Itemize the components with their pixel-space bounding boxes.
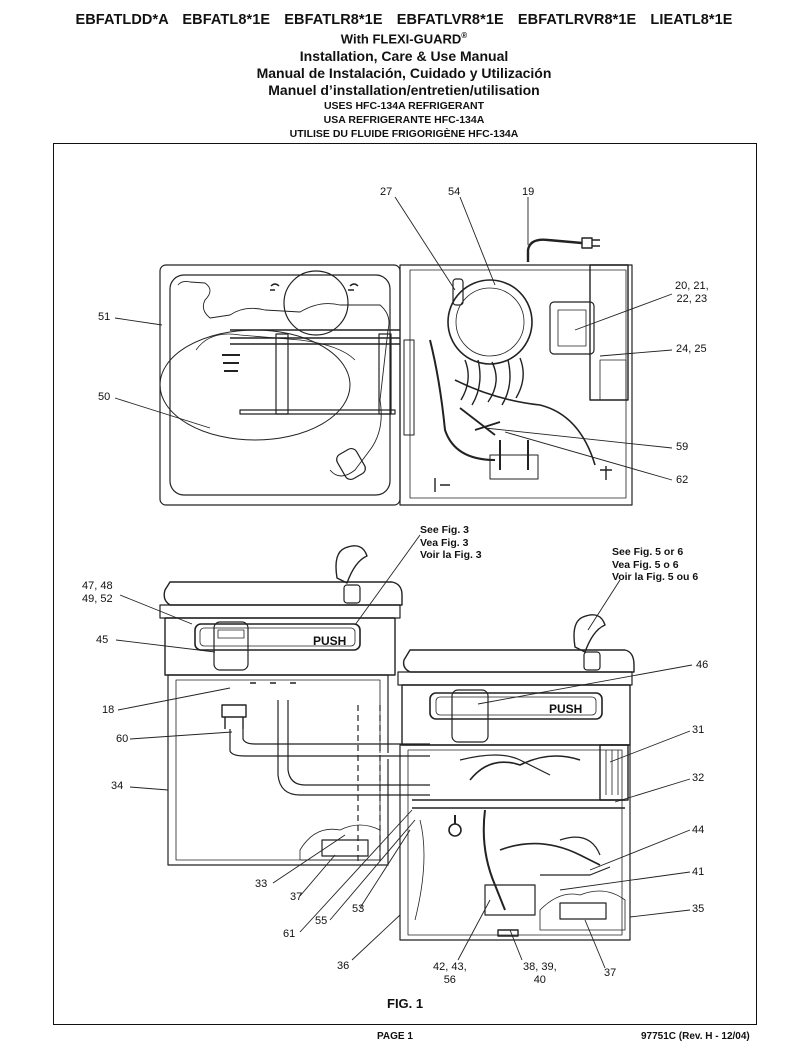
front-view-left: [159, 545, 430, 866]
callout-18: 18: [102, 704, 115, 716]
page-number: PAGE 1: [377, 1031, 413, 1042]
callout-24: 24, 25: [676, 343, 707, 355]
callout-55: 55: [315, 915, 328, 927]
callout-31: 31: [692, 724, 705, 736]
callout-36: 36: [337, 960, 350, 972]
refrigerant-english: USES HFC-134A REFRIGERANT: [323, 100, 485, 112]
title-spanish: Manual de Instalación, Cuidado y Utiliza…: [256, 65, 552, 81]
front-view-right: [397, 614, 635, 941]
callout-51: 51: [98, 311, 111, 323]
callout-35: 35: [692, 903, 705, 915]
callout-37-right: 37: [604, 967, 617, 979]
callout-27: 27: [380, 186, 393, 198]
callout-50: 50: [98, 391, 111, 403]
callout-46: 46: [696, 659, 709, 671]
callout-38: 38, 39, 40: [523, 961, 557, 986]
leader-lines: [114, 196, 693, 969]
callout-61: 61: [283, 928, 296, 940]
callout-59: 59: [676, 441, 689, 453]
callout-60: 60: [116, 733, 129, 745]
callout-44: 44: [692, 824, 705, 836]
callout-19: 19: [522, 186, 535, 198]
push-decal-right: PUSH: [549, 702, 583, 716]
push-decal-left: PUSH: [313, 634, 347, 648]
refrigerant-french: UTILISE DU FLUIDE FRIGORIGÈNE HFC-134A: [289, 128, 519, 140]
see-fig-5-6-note: See Fig. 5 or 6 Vea Fig. 5 o 6 Voir la F…: [612, 546, 699, 583]
callout-62: 62: [676, 474, 689, 486]
callout-45: 45: [96, 634, 109, 646]
callout-41: 41: [692, 866, 705, 878]
callout-32: 32: [692, 772, 705, 784]
figure-caption: FIG. 1: [387, 996, 424, 1011]
callout-20: 20, 21, 22, 23: [675, 280, 709, 305]
title-french: Manuel d’installation/entretien/utilisat…: [268, 82, 540, 98]
basin-top-view: [159, 264, 401, 506]
model-numbers: EBFATLDD*A EBFATL8*1E EBFATLR8*1E EBFATL…: [75, 12, 733, 28]
figure-frame: [53, 143, 757, 1025]
callout-54: 54: [448, 186, 461, 198]
callout-34: 34: [111, 780, 124, 792]
document-number: 97751C (Rev. H - 12/04): [641, 1031, 750, 1042]
callout-33: 33: [255, 878, 268, 890]
registered-mark: ®: [461, 31, 468, 40]
callout-47: 47, 48 49, 52: [82, 580, 113, 605]
callout-37-left: 37: [290, 891, 303, 903]
callout-53: 53: [352, 903, 365, 915]
flexi-guard-text: With FLEXI-GUARD: [340, 31, 462, 47]
refrigerant-spanish: USA REFRIGERANTE HFC-134A: [323, 114, 485, 126]
title-english: Installation, Care & Use Manual: [299, 48, 509, 64]
cooler-top-view: [399, 237, 633, 506]
see-fig-3-note: See Fig. 3 Vea Fig. 3 Voir la Fig. 3: [420, 524, 482, 561]
flexi-guard-line: With FLEXI-GUARD®: [0, 31, 808, 46]
callout-42: 42, 43, 56: [433, 961, 467, 986]
